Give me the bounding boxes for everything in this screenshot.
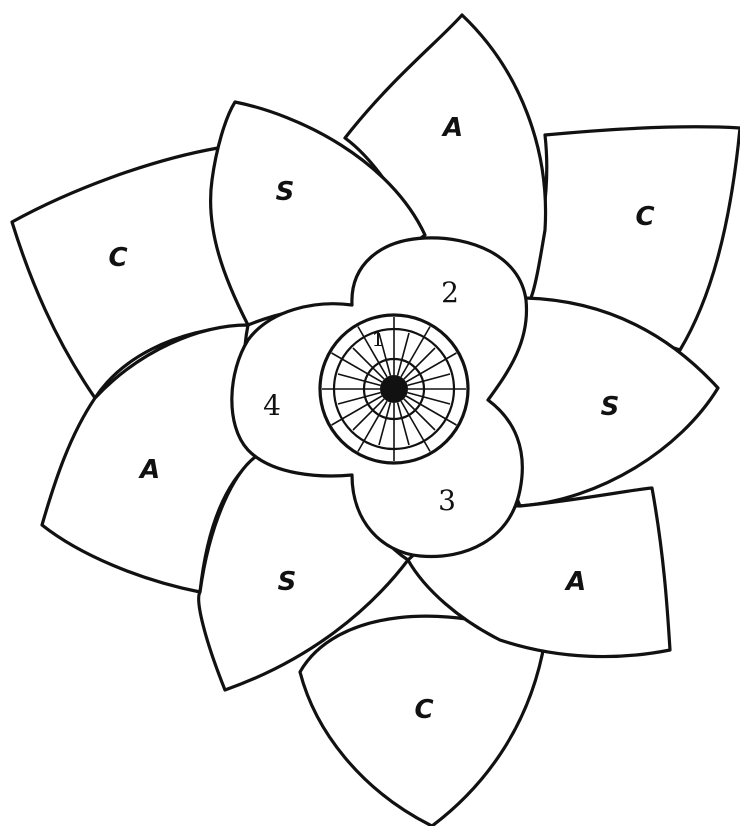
label-inner-upper: 2 — [441, 276, 459, 309]
label-outer-left: A — [138, 455, 160, 485]
label-outer-upper-mid-left: S — [276, 177, 295, 207]
label-inner-left: 4 — [263, 389, 281, 422]
label-outer-bottom: C — [414, 695, 433, 725]
label-outer-upper-right: C — [635, 202, 654, 232]
label-outer-right: S — [601, 392, 620, 422]
center-core — [380, 375, 408, 403]
label-inner-lower: 3 — [438, 484, 456, 517]
label-outer-lower-right: A — [564, 567, 586, 597]
label-outer-upper-left: C — [108, 243, 127, 273]
label-outer-top: A — [441, 113, 463, 143]
label-center: 1 — [372, 327, 385, 351]
label-outer-lower-left: S — [278, 567, 297, 597]
